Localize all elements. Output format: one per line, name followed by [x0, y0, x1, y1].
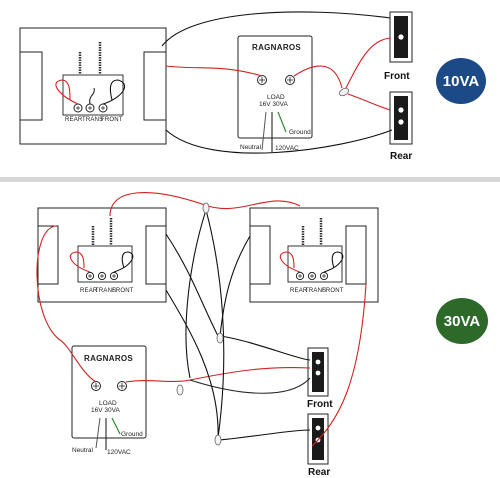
section-divider [0, 177, 500, 182]
front-button-label: Front [384, 71, 410, 82]
button-front-bottom [307, 347, 329, 397]
mains-label: 120VAC [275, 145, 299, 152]
transformer-load-label: LOAD [267, 94, 285, 101]
transformer-brand: RAGNAROS [252, 43, 302, 52]
rear-button-label: Rear [390, 151, 413, 162]
ground-label-bottom: Ground [121, 431, 143, 438]
chime-unit-left [37, 207, 167, 303]
transformer-bottom [71, 345, 147, 450]
transformer-load-label-bottom: LOAD [99, 400, 117, 407]
chime-left-terminal-trans-label: TRANS [95, 288, 117, 294]
chime-terminal-trans-label: TRANS [82, 117, 104, 123]
neutral-label-bottom: Neutral [72, 447, 93, 454]
section-30va [36, 191, 379, 465]
badge-10va: 10VA [436, 58, 486, 104]
neutral-label: Neutral [240, 144, 261, 151]
wire-nut-icon [176, 384, 184, 396]
wire-nut-icon [202, 202, 210, 214]
chime-right-terminal-trans-label: TRANS [305, 288, 327, 294]
transformer-brand-bottom: RAGNAROS [84, 354, 134, 363]
badge-30va: 30VA [436, 298, 488, 344]
transformer-top [237, 35, 313, 152]
chime-right-terminal-front-label: FRONT [322, 288, 344, 294]
chime-terminal-front-label: FRONT [101, 117, 123, 123]
transformer-rating-label: 16V 30VA [259, 101, 288, 108]
front-button-label-bottom: Front [307, 399, 333, 410]
button-rear-bottom [307, 413, 329, 465]
rear-button-label-bottom: Rear [308, 467, 331, 478]
chime-right-terminal-rear-label: REAR [290, 288, 308, 294]
ground-label: Ground [289, 129, 311, 136]
wire-nut-icon [214, 434, 222, 446]
wire-nut-icon [216, 332, 224, 344]
button-front-top [389, 11, 413, 63]
chime-left-terminal-rear-label: REAR [80, 288, 98, 294]
chime-unit-top [19, 27, 167, 145]
chime-left-terminal-front-label: FRONT [112, 288, 134, 294]
section-10va [19, 11, 413, 154]
button-rear-top [389, 91, 413, 145]
chime-terminal-rear-label: REAR [65, 117, 83, 123]
chime-unit-right [249, 207, 379, 303]
mains-label-bottom: 120VAC [107, 449, 131, 456]
wire-nut-icon [338, 87, 350, 97]
transformer-rating-label-bottom: 16V 30VA [91, 407, 120, 414]
